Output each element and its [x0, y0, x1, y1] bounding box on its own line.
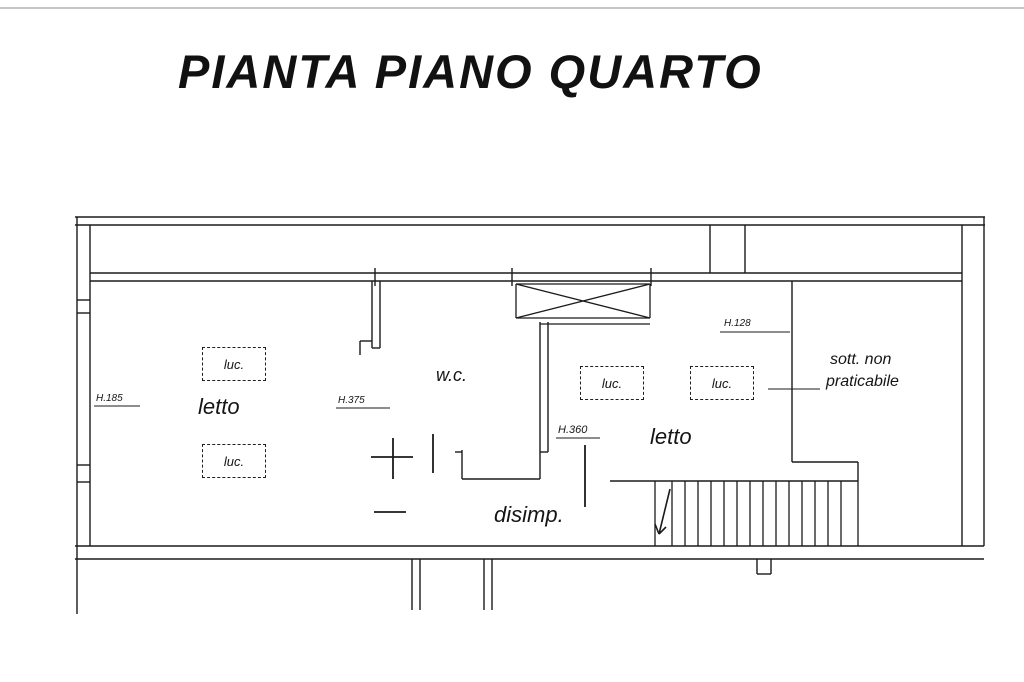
skylight-label: luc. [711, 375, 733, 391]
height-label-left-wall: H.185 [96, 393, 123, 404]
leader-lines [94, 331, 820, 439]
skylight-box-bedroom-left-top: luc. [202, 347, 266, 381]
skylight-hatch [515, 283, 651, 325]
skylight-box-bedroom-left-bottom: luc. [202, 444, 266, 478]
height-label-wc-wall: H.375 [338, 395, 365, 406]
door-symbols [371, 434, 586, 513]
page-title: PIANTA PIANO QUARTO [178, 45, 763, 98]
room-label-bedroom-right: letto [650, 424, 692, 449]
staircase [654, 481, 859, 546]
height-label-attic-wall: H.128 [724, 318, 751, 329]
room-label-attic-line2: praticabile [826, 373, 899, 390]
walls [75, 216, 985, 614]
scan-border-top [0, 7, 1024, 9]
room-label-bedroom-left: letto [198, 394, 240, 419]
skylight-label: luc. [601, 375, 623, 391]
room-label-wc: w.c. [436, 365, 468, 385]
skylight-label: luc. [223, 453, 245, 469]
skylight-label: luc. [223, 356, 245, 372]
room-label-attic-line1: sott. non [830, 351, 892, 368]
stair-direction-arrow [654, 488, 671, 535]
height-label-hall: H.360 [558, 424, 588, 436]
skylight-box-bedroom-right-left: luc. [580, 366, 644, 400]
room-label-hallway: disimp. [494, 502, 564, 527]
skylight-box-bedroom-right-right: luc. [690, 366, 754, 400]
